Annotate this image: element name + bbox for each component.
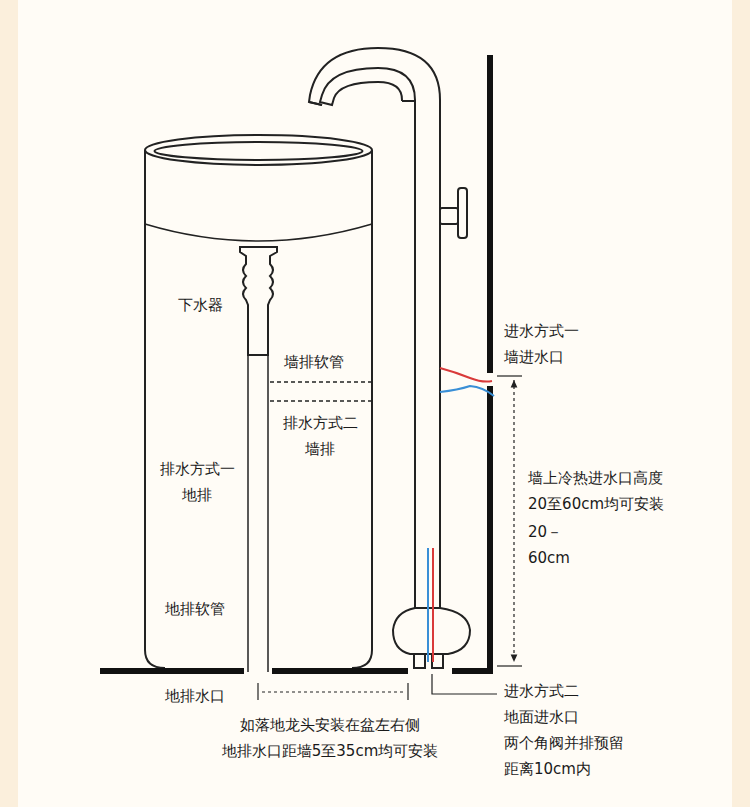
height-dimension: [497, 376, 522, 666]
floor-dimension: [258, 674, 497, 700]
inlet-label: 进水方式一 墙进水口: [504, 318, 579, 370]
note-label: 墙上冷热进水口高度 20至60cm均可安装: [528, 465, 664, 517]
drain-label: 排水方式一 地排: [160, 456, 235, 508]
drain-fitting: [240, 247, 277, 355]
part-label: 下水器: [178, 292, 223, 318]
part-label: 墙排软管: [284, 349, 344, 375]
supply-hoses: [428, 368, 494, 662]
panel: [18, 0, 732, 807]
part-label: 地排水口: [165, 683, 225, 709]
wall-drain-hose: [270, 382, 372, 401]
pedestal-basin: [145, 135, 372, 668]
drain-label: 排水方式二 墙排: [283, 410, 358, 462]
note-label: 如落地龙头安装在盆左右侧 地排水口距墙5至35cm均可安装: [222, 712, 438, 764]
floor-and-wall: [100, 55, 493, 674]
part-label: 地排软管: [165, 596, 225, 622]
floor-drain-hose: [248, 355, 268, 672]
inlet-label: 进水方式二 地面进水口 两个角阀并排预留 距离10cm内: [504, 678, 624, 782]
dimension-label: 20－60cm: [528, 519, 570, 571]
